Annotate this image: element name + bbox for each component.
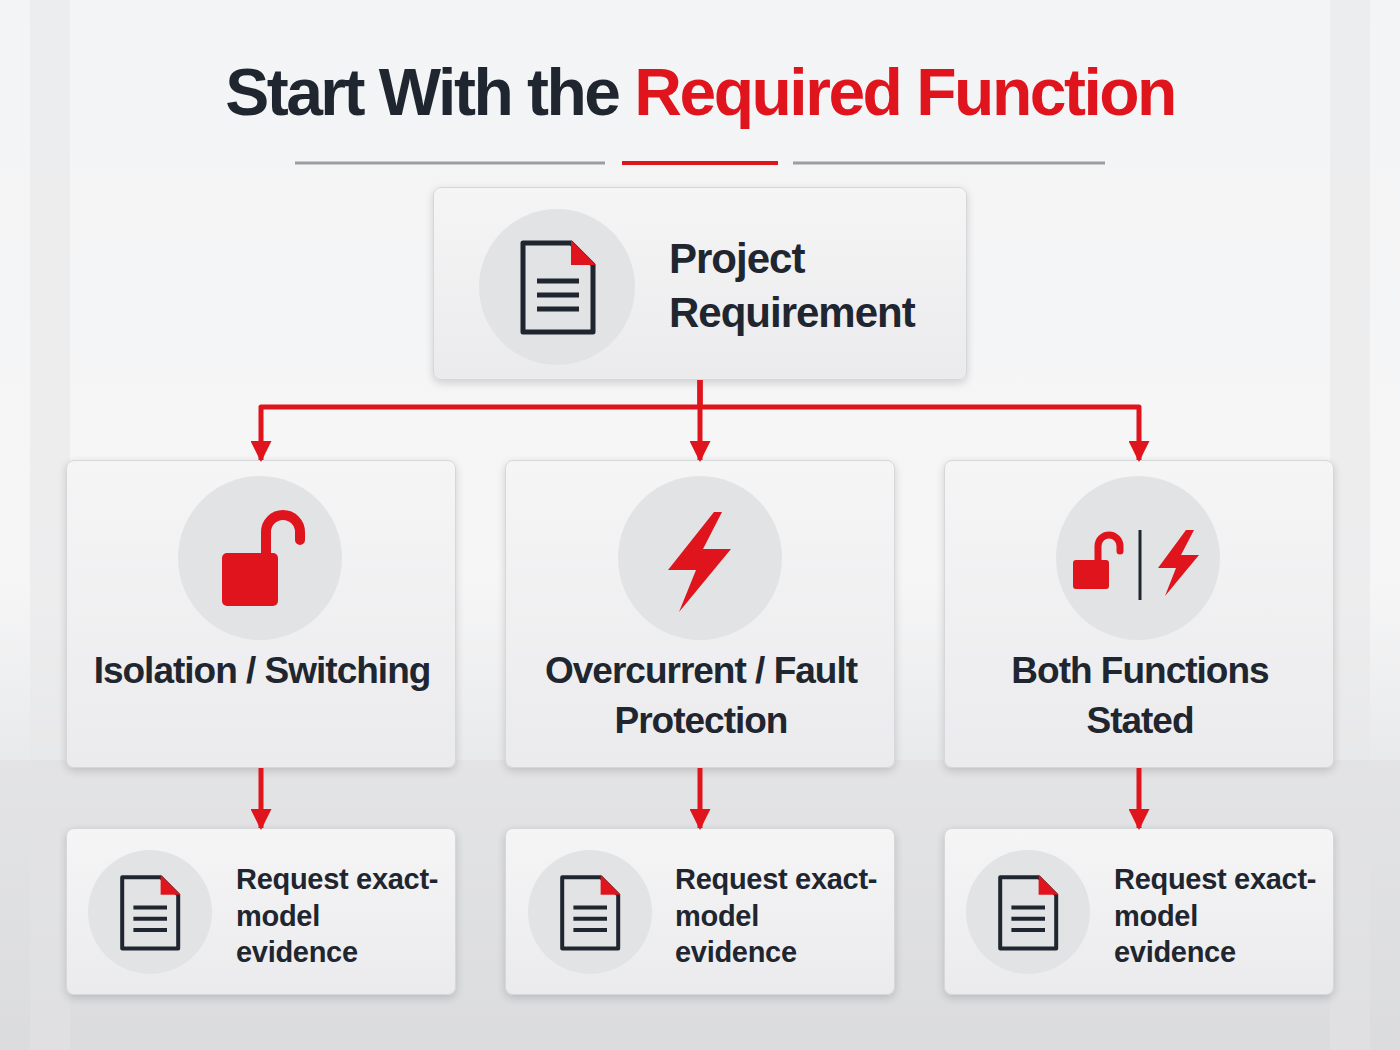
evidence-box: Request exact-model evidence: [944, 828, 1334, 995]
document-icon: [479, 209, 635, 365]
node-label: Isolation / Switching: [82, 646, 442, 696]
title-rule-accent: [622, 161, 778, 165]
flow-arrow: [698, 380, 703, 460]
floor: [0, 760, 1400, 1050]
diagram-title: Start With the Required Function: [225, 52, 1175, 132]
padlock-icon: [178, 476, 342, 640]
flow-arrow: [259, 768, 264, 828]
document-icon: [528, 850, 652, 974]
document-icon: [966, 850, 1090, 974]
evidence-box: Request exact-model evidence: [66, 828, 456, 995]
document-icon: [88, 850, 212, 974]
evidence-box: Request exact-model evidence: [505, 828, 895, 995]
node-label: Overcurrent / Fault Protection: [521, 646, 881, 746]
function-box: Overcurrent / Fault Protection: [505, 460, 895, 768]
title-rule: [793, 162, 1105, 165]
flow-arrow: [1137, 768, 1142, 828]
node-label: Request exact-model evidence: [675, 861, 880, 971]
node-label: Project Requirement: [669, 232, 969, 340]
function-box: Both Functions Stated: [944, 460, 1334, 768]
title-rule: [295, 162, 605, 165]
function-box: Isolation / Switching: [66, 460, 456, 768]
flow-arrow: [698, 768, 703, 828]
flow-arrow: [261, 380, 700, 460]
lightning-icon: [618, 476, 782, 640]
flow-arrow: [700, 380, 1139, 460]
requirement-box: Project Requirement: [433, 187, 967, 380]
combined-icon: [1056, 476, 1220, 640]
node-label: Request exact-model evidence: [1114, 861, 1319, 971]
node-label: Both Functions Stated: [960, 646, 1320, 746]
node-label: Request exact-model evidence: [236, 861, 441, 971]
